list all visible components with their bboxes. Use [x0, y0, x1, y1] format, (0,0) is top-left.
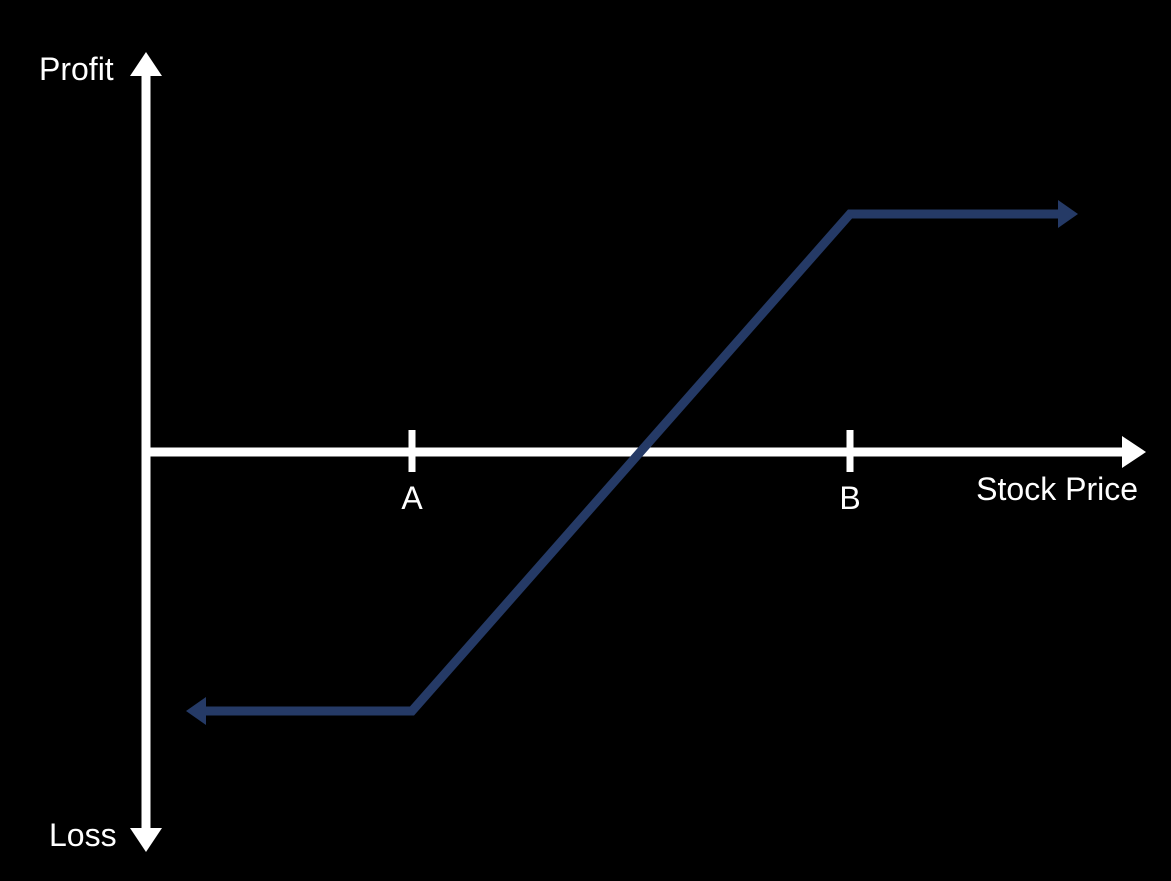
x-axis-right-arrow-icon [1122, 436, 1146, 468]
payoff-line [200, 209, 1062, 716]
payoff-left-arrow-icon [186, 697, 206, 725]
y-axis-down-arrow-icon [130, 828, 162, 852]
x-axis-label: Stock Price [976, 471, 1138, 507]
payoff-right-arrow-icon [1058, 200, 1078, 228]
y-axis-up-arrow-icon [130, 52, 162, 76]
tick-a-label: A [401, 480, 423, 516]
y-axis-bottom-label: Loss [49, 817, 117, 853]
y-axis-top-label: Profit [39, 51, 114, 87]
tick-b-label: B [839, 480, 860, 516]
